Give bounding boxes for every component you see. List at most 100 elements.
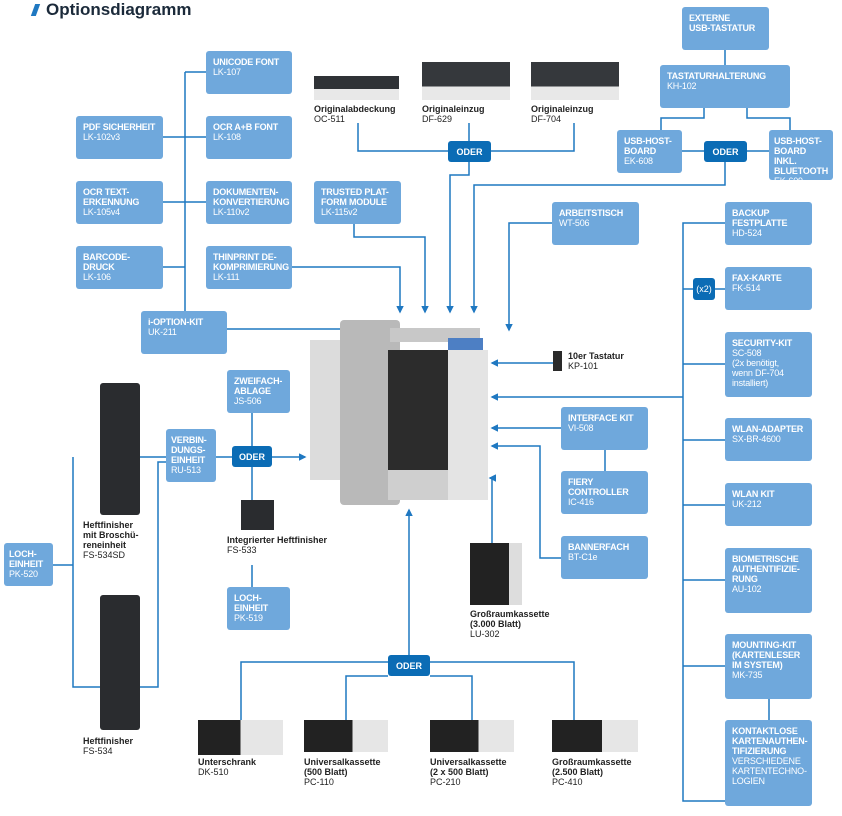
kp101-image (553, 351, 562, 371)
option-code: BT-C1e (568, 552, 598, 562)
page-title: Optionsdiagramm (46, 0, 192, 19)
product-name: Heftfinisher mit Broschü- reneinheit (83, 520, 139, 550)
pc110-image (304, 720, 388, 752)
option-code: VI-508 (568, 423, 594, 433)
option-name: BANNERFACH (568, 542, 630, 552)
option-name: BACKUP FESTPLATTE (732, 208, 788, 228)
option-name: BIOMETRISCHE AUTHENTIFIZIE- RUNG (732, 554, 800, 584)
oc511-image (314, 76, 399, 100)
oder-badge-finisher: ODER (232, 446, 272, 467)
option-name: USB-HOST- BOARD (624, 136, 672, 156)
product-code: DF-704 (531, 114, 562, 124)
option-name: USB-HOST- BOARD INKL. BLUETOOTH (774, 136, 829, 176)
option-code: EK-609 (774, 176, 803, 186)
product-pc110: Universalkassette (500 Blatt)PC-110 (304, 757, 381, 787)
option-name: MOUNTING-KIT (KARTENLESER IM SYSTEM) (732, 640, 801, 670)
product-code: DK-510 (198, 767, 229, 777)
product-code: KP-101 (568, 361, 599, 371)
option-name: ARBEITSTISCH (559, 208, 624, 218)
product-name: 10er Tastatur (568, 351, 624, 361)
product-name: Universalkassette (500 Blatt) (304, 757, 381, 777)
option-name: BARCODE-DRUCK (83, 252, 130, 272)
option-code: LK-105v4 (83, 207, 120, 217)
option-code: FK-514 (732, 283, 761, 293)
option-name: WLAN-ADAPTER (732, 424, 804, 434)
option-name: KONTAKTLOSE KARTENAUTHEN- TIFIZIERUNG (732, 726, 808, 756)
pc410-image (552, 720, 638, 752)
oder-badge-feeder: ODER (448, 141, 491, 162)
product-lu302: Großraumkassette (3.000 Blatt)LU-302 (470, 609, 550, 639)
oder-badge-usb: ODER (704, 141, 747, 162)
product-code: PC-210 (430, 777, 461, 787)
product-name: Großraumkassette (3.000 Blatt) (470, 609, 550, 629)
option-code: WT-506 (559, 218, 590, 228)
product-name: Originaleinzug (531, 104, 594, 114)
option-code: KH-102 (667, 81, 697, 91)
product-code: PC-410 (552, 777, 583, 787)
option-code: VERSCHIEDENE KARTENTECHNO- LOGIEN (732, 756, 807, 786)
product-name: Unterschrank (198, 757, 257, 767)
product-name: Universalkassette (2 x 500 Blatt) (430, 757, 507, 777)
x2-badge: (x2) (693, 278, 715, 300)
option-code: UK-212 (732, 499, 762, 509)
option-code: SX-BR-4600 (732, 434, 781, 444)
option-code: IC-416 (568, 497, 594, 507)
pc210-image (430, 720, 514, 752)
option-name: DOKUMENTEN- KONVERTIERUNG (213, 187, 290, 207)
option-name: EXTERNE USB-TASTATUR (689, 13, 756, 33)
option-code: LK-107 (213, 67, 241, 77)
option-externe-usb-tastatur[interactable]: EXTERNE USB-TASTATUR (682, 7, 769, 50)
option-code: LK-111 (213, 272, 240, 282)
option-name: VERBIN- DUNGS- EINHEIT (171, 435, 207, 465)
fs534-image (100, 595, 140, 730)
option-name: FAX-KARTE (732, 273, 782, 283)
option-name: LOCH- EINHEIT (9, 549, 44, 569)
option-mounting-kit[interactable]: MOUNTING-KIT (KARTENLESER IM SYSTEM)MK-7… (725, 634, 812, 699)
option-code: HD-524 (732, 228, 762, 238)
df704-image (531, 62, 619, 100)
dk510-image (198, 720, 283, 755)
option-name: WLAN KIT (732, 489, 775, 499)
option-name: TRUSTED PLAT- FORM MODULE (321, 187, 389, 207)
product-code: DF-629 (422, 114, 453, 124)
option-code: PK-520 (9, 569, 38, 579)
product-pc410: Großraumkassette (2.500 Blatt)PC-410 (552, 757, 632, 787)
fs534sd-image (100, 383, 140, 515)
option-name: UNICODE FONT (213, 57, 280, 67)
product-code: LU-302 (470, 629, 500, 639)
product-name: Originaleinzug (422, 104, 485, 114)
